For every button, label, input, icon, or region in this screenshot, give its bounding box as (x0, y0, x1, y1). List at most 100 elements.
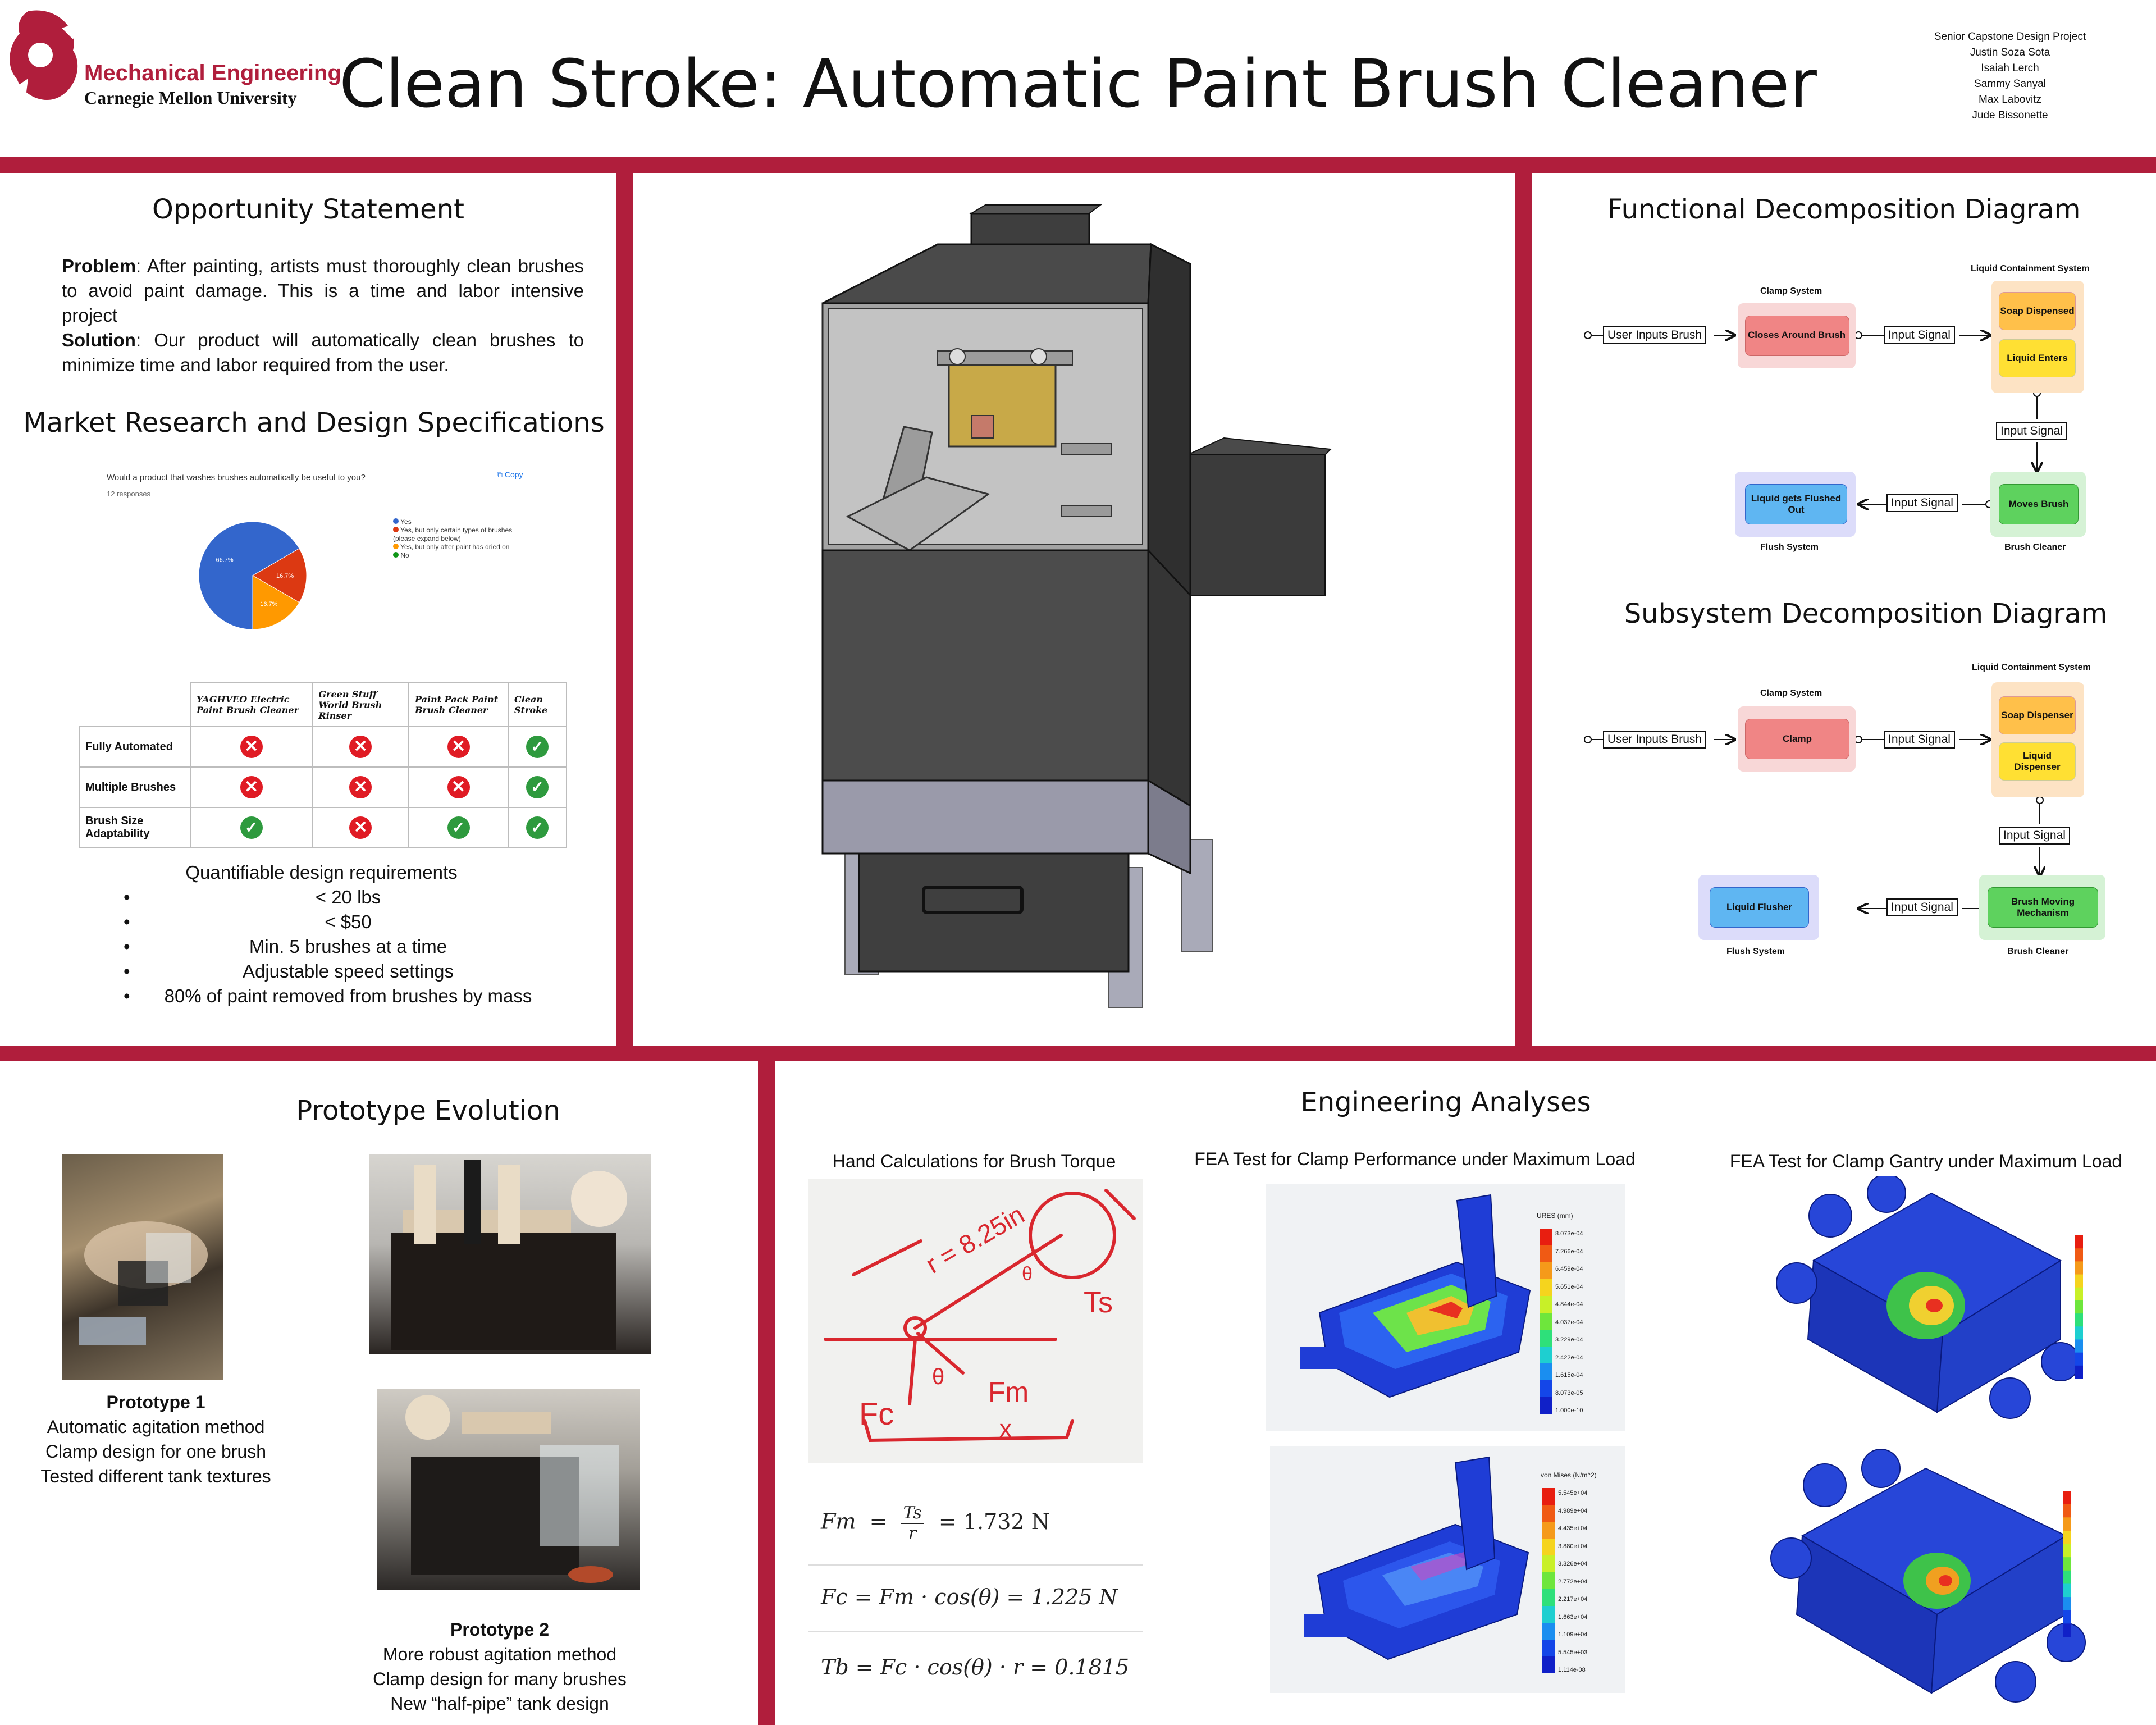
opportunity-text: Problem: After painting, artists must th… (62, 254, 584, 377)
liquid-system-caption: Liquid Containment System (1972, 663, 2091, 672)
brush-cleaner-caption: Brush Cleaner (2004, 542, 2066, 552)
survey-pie-chart: 66.7%16.7%16.7% (198, 521, 307, 630)
color-scale-segment (2063, 1530, 2071, 1545)
comparison-table: YAGHVEO Electric Paint Brush Cleaner Gre… (79, 682, 567, 848)
brush-cleaner-caption: Brush Cleaner (2007, 947, 2069, 956)
moves-box: Brush Moving Mechanism (1988, 887, 2098, 928)
color-scale-segment (1542, 1640, 1555, 1657)
color-scale-segment (2063, 1544, 2071, 1558)
prototype-2-line: New “half-pipe” tank design (390, 1694, 609, 1714)
x-icon: ✕ (240, 776, 263, 798)
middle-divider (0, 1046, 2156, 1061)
liquid-box: Liquid Enters (1999, 339, 2076, 377)
color-scale-segment (2075, 1248, 2083, 1262)
clamp-system-caption: Clamp System (1760, 286, 1822, 296)
page-title: Clean Stroke: Automatic Paint Brush Clea… (339, 45, 1817, 122)
sketch-theta-label-2: θ (1022, 1263, 1033, 1285)
signal-label: Input Signal (1884, 731, 1955, 749)
solution-text: : Our product will automatically clean b… (62, 330, 584, 375)
equation-tb: Tb = Fc · cos(θ) · r = 0.1815 (821, 1655, 1130, 1680)
prototype-2-line: Clamp design for many brushes (373, 1669, 627, 1689)
color-scale-segment (1540, 1279, 1552, 1297)
pie-slice-label: 66.7% (216, 556, 233, 563)
color-scale-segment (1542, 1623, 1555, 1640)
check-icon: ✓ (240, 816, 263, 839)
credits: Senior Capstone Design Project Justin So… (1898, 29, 2122, 124)
fea-legend-title: von Mises (N/m^2) (1541, 1471, 1597, 1479)
color-scale-segment (2063, 1610, 2071, 1624)
credit-line: Justin Soza Sota (1970, 47, 2050, 58)
row-label: Multiple Brushes (79, 766, 191, 808)
bottom-column-divider (758, 1046, 775, 1725)
equation-fm: Fm = Ts r = 1.732 N (821, 1503, 1050, 1543)
right-column-divider (1515, 157, 1532, 1061)
signal-label: Input Signal (1884, 326, 1955, 344)
problem-text: : After painting, artists must thoroughl… (62, 255, 584, 326)
requirements-title: Quantifiable design requirements (185, 862, 458, 883)
prototype-title: Prototype Evolution (296, 1095, 560, 1126)
flush-box: Liquid gets Flushed Out (1745, 484, 1847, 524)
liquid-box: Liquid Dispenser (1999, 742, 2076, 781)
color-scale-segment (2075, 1313, 2083, 1327)
column-header: Green Stuff World Brush Rinser (312, 682, 410, 727)
sketch-x-label: x (999, 1415, 1012, 1443)
credit-line: Jude Bissonette (1972, 109, 2048, 121)
prototype-2-line: More robust agitation method (382, 1644, 617, 1664)
clamp-box-inner (1745, 316, 1849, 356)
color-scale-segment (1540, 1296, 1552, 1313)
fea-gantry-stress-image (1746, 1174, 2139, 1429)
fea-legend-title: URES (mm) (1537, 1212, 1573, 1220)
credit-line: Sammy Sanyal (1974, 78, 2046, 90)
solution-label: Solution (62, 330, 136, 350)
left-column-divider (616, 157, 633, 1061)
flush-system-caption: Flush System (1726, 947, 1785, 956)
check-icon: ✓ (526, 816, 549, 839)
color-scale-segment (1540, 1347, 1552, 1364)
color-scale-segment (2075, 1352, 2083, 1366)
color-scale-segment (1540, 1330, 1552, 1347)
credit-line: Isaiah Lerch (1981, 62, 2039, 74)
x-icon: ✕ (240, 736, 263, 758)
flush-box: Liquid Flusher (1710, 887, 1809, 928)
color-scale-segment (1540, 1245, 1552, 1263)
pie-slice (252, 575, 300, 630)
liquid-system-caption: Liquid Containment System (1971, 264, 2090, 273)
pie-slice (198, 521, 300, 630)
prototype-1-line: Clamp design for one brush (45, 1441, 267, 1462)
prototype-1-photo (62, 1154, 223, 1380)
prototype-2-photo-top (369, 1154, 651, 1354)
credit-line: Senior Capstone Design Project (1934, 31, 2086, 43)
user-input-label: User Inputs Brush (1603, 326, 1707, 344)
problem-label: Problem (62, 255, 136, 276)
prototype-2-photo-bottom (377, 1389, 640, 1590)
color-scale-segment (1542, 1656, 1555, 1673)
color-scale-segment (2063, 1504, 2071, 1518)
color-scale-segment (2063, 1597, 2071, 1611)
requirement-item: •Adjustable speed settings (124, 961, 454, 982)
credit-line: Max Labovitz (1979, 94, 2041, 106)
logo-line-1: Mechanical Engineering (84, 61, 341, 85)
check-icon: ✓ (526, 776, 549, 798)
color-scale-bar (1542, 1488, 1555, 1673)
cmu-logo-icon (10, 10, 79, 101)
signal-label: Input Signal (1999, 827, 2070, 845)
whiteboard-sketch: r = 8.25in θ θ Ts Fm Fc x (808, 1179, 1143, 1463)
moves-box: Moves Brush (1999, 484, 2079, 524)
x-icon: ✕ (447, 776, 470, 798)
clamp-box-text: Closes Around Brush (1747, 330, 1846, 340)
clamp-box: Clamp (1745, 719, 1849, 759)
survey-responses: 12 responses (107, 490, 151, 498)
table-row: Brush Size Adaptability ✓ ✕ ✓ ✓ (79, 807, 567, 848)
color-scale-segment (2075, 1326, 2083, 1340)
prototype-2-caption: Prototype 2 More robust agitation method… (348, 1617, 651, 1716)
color-scale-segment (2075, 1287, 2083, 1301)
pie-slice-label: 16.7% (260, 601, 277, 608)
copy-button[interactable]: ⧉ Copy (497, 470, 523, 480)
x-icon: ✕ (349, 736, 372, 758)
functional-title: Functional Decomposition Diagram (1607, 194, 2081, 225)
legend-item: Yes, but only after paint has dried on (393, 543, 528, 551)
logo-line-2: Carnegie Mellon University (84, 88, 297, 108)
header: Mechanical Engineering Carnegie Mellon U… (0, 0, 2156, 157)
